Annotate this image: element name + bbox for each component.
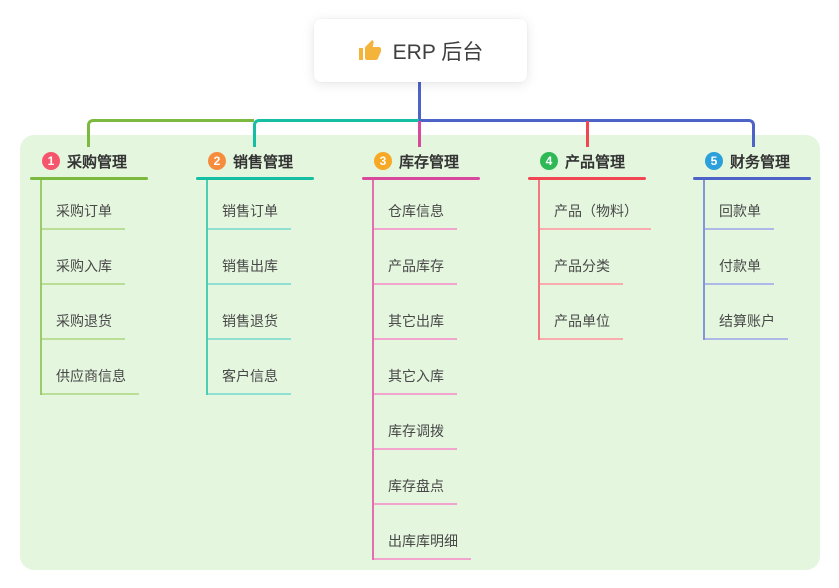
leaf-label: 产品库存 bbox=[372, 256, 457, 285]
leaf-node[interactable]: 产品单位 bbox=[538, 285, 651, 340]
branch-trunk-line bbox=[40, 180, 42, 395]
leaf-node[interactable]: 付款单 bbox=[703, 230, 811, 285]
leaf-label: 产品（物料） bbox=[538, 201, 651, 230]
connector-branch-5 bbox=[419, 119, 755, 147]
root-connector-line bbox=[418, 82, 421, 120]
branch-node[interactable]: 3 库存管理 bbox=[362, 148, 480, 174]
connector-branch-1 bbox=[87, 119, 254, 147]
branches-panel bbox=[20, 135, 820, 570]
branch-label: 财务管理 bbox=[730, 153, 791, 171]
thumbs-up-icon bbox=[358, 39, 382, 63]
branch-number-badge: 2 bbox=[208, 152, 226, 170]
branch-number-badge: 4 bbox=[540, 152, 558, 170]
leaf-label: 采购退货 bbox=[40, 311, 125, 340]
branch-label: 库存管理 bbox=[399, 153, 460, 171]
branch-label: 销售管理 bbox=[233, 153, 294, 171]
leaf-node[interactable]: 客户信息 bbox=[206, 340, 314, 395]
branch-underline bbox=[196, 177, 314, 180]
branch-node[interactable]: 5 财务管理 bbox=[693, 148, 811, 174]
branch-trunk-line bbox=[703, 180, 705, 340]
branch-label: 产品管理 bbox=[565, 153, 626, 171]
branch-underline bbox=[693, 177, 811, 180]
branch-trunk-line bbox=[206, 180, 208, 395]
branch-column-3: 3 库存管理仓库信息产品库存其它出库其它入库库存调拨库存盘点出库库明细 bbox=[362, 148, 480, 560]
leaf-label: 供应商信息 bbox=[40, 366, 139, 395]
branch-underline bbox=[528, 177, 646, 180]
connector-branch-2 bbox=[253, 119, 420, 147]
branch-trunk-line bbox=[538, 180, 540, 340]
leaf-label: 出库库明细 bbox=[372, 531, 471, 560]
leaf-node[interactable]: 产品分类 bbox=[538, 230, 651, 285]
branch-children: 回款单付款单结算账户 bbox=[703, 180, 811, 340]
leaf-node[interactable]: 结算账户 bbox=[703, 285, 811, 340]
leaf-label: 库存盘点 bbox=[372, 476, 457, 505]
branch-label: 采购管理 bbox=[67, 153, 128, 171]
root-node[interactable]: ERP 后台 bbox=[314, 19, 527, 82]
leaf-label: 销售出库 bbox=[206, 256, 291, 285]
connector-branch-3 bbox=[418, 121, 421, 147]
branch-node[interactable]: 1 采购管理 bbox=[30, 148, 148, 174]
leaf-label: 销售退货 bbox=[206, 311, 291, 340]
branch-number-badge: 5 bbox=[705, 152, 723, 170]
root-label: ERP 后台 bbox=[392, 40, 484, 64]
branch-node[interactable]: 4 产品管理 bbox=[528, 148, 651, 174]
leaf-node[interactable]: 其它出库 bbox=[372, 285, 480, 340]
leaf-node[interactable]: 出库库明细 bbox=[372, 505, 480, 560]
leaf-label: 其它出库 bbox=[372, 311, 457, 340]
leaf-label: 采购入库 bbox=[40, 256, 125, 285]
leaf-node[interactable]: 仓库信息 bbox=[372, 180, 480, 230]
leaf-label: 付款单 bbox=[703, 256, 774, 285]
branch-children: 仓库信息产品库存其它出库其它入库库存调拨库存盘点出库库明细 bbox=[372, 180, 480, 560]
branch-trunk-line bbox=[372, 180, 374, 560]
branch-node[interactable]: 2 销售管理 bbox=[196, 148, 314, 174]
leaf-node[interactable]: 销售退货 bbox=[206, 285, 314, 340]
leaf-node[interactable]: 其它入库 bbox=[372, 340, 480, 395]
leaf-node[interactable]: 销售出库 bbox=[206, 230, 314, 285]
leaf-node[interactable]: 回款单 bbox=[703, 180, 811, 230]
leaf-node[interactable]: 采购订单 bbox=[40, 180, 148, 230]
leaf-node[interactable]: 库存盘点 bbox=[372, 450, 480, 505]
leaf-label: 库存调拨 bbox=[372, 421, 457, 450]
leaf-label: 产品单位 bbox=[538, 311, 623, 340]
leaf-node[interactable]: 供应商信息 bbox=[40, 340, 148, 395]
branch-underline bbox=[362, 177, 480, 180]
branch-column-4: 4 产品管理产品（物料） 产品分类产品单位 bbox=[528, 148, 651, 340]
leaf-node[interactable]: 销售订单 bbox=[206, 180, 314, 230]
connector-branch-4 bbox=[586, 121, 589, 147]
leaf-node[interactable]: 产品库存 bbox=[372, 230, 480, 285]
branch-column-5: 5 财务管理回款单付款单结算账户 bbox=[693, 148, 811, 340]
leaf-node[interactable]: 采购入库 bbox=[40, 230, 148, 285]
leaf-label: 结算账户 bbox=[703, 311, 788, 340]
branch-children: 采购订单采购入库采购退货供应商信息 bbox=[40, 180, 148, 395]
leaf-label: 采购订单 bbox=[40, 201, 125, 230]
leaf-label: 其它入库 bbox=[372, 366, 457, 395]
leaf-label: 销售订单 bbox=[206, 201, 291, 230]
branch-number-badge: 3 bbox=[374, 152, 392, 170]
leaf-label: 回款单 bbox=[703, 201, 774, 230]
branch-underline bbox=[30, 177, 148, 180]
branch-children: 销售订单销售出库销售退货客户信息 bbox=[206, 180, 314, 395]
leaf-node[interactable]: 产品（物料） bbox=[538, 180, 651, 230]
leaf-node[interactable]: 采购退货 bbox=[40, 285, 148, 340]
branch-column-1: 1 采购管理采购订单采购入库采购退货供应商信息 bbox=[30, 148, 148, 395]
branch-column-2: 2 销售管理销售订单销售出库销售退货客户信息 bbox=[196, 148, 314, 395]
leaf-label: 客户信息 bbox=[206, 366, 291, 395]
branch-number-badge: 1 bbox=[42, 152, 60, 170]
leaf-node[interactable]: 库存调拨 bbox=[372, 395, 480, 450]
leaf-label: 仓库信息 bbox=[372, 201, 457, 230]
branch-children: 产品（物料） 产品分类产品单位 bbox=[538, 180, 651, 340]
leaf-label: 产品分类 bbox=[538, 256, 623, 285]
